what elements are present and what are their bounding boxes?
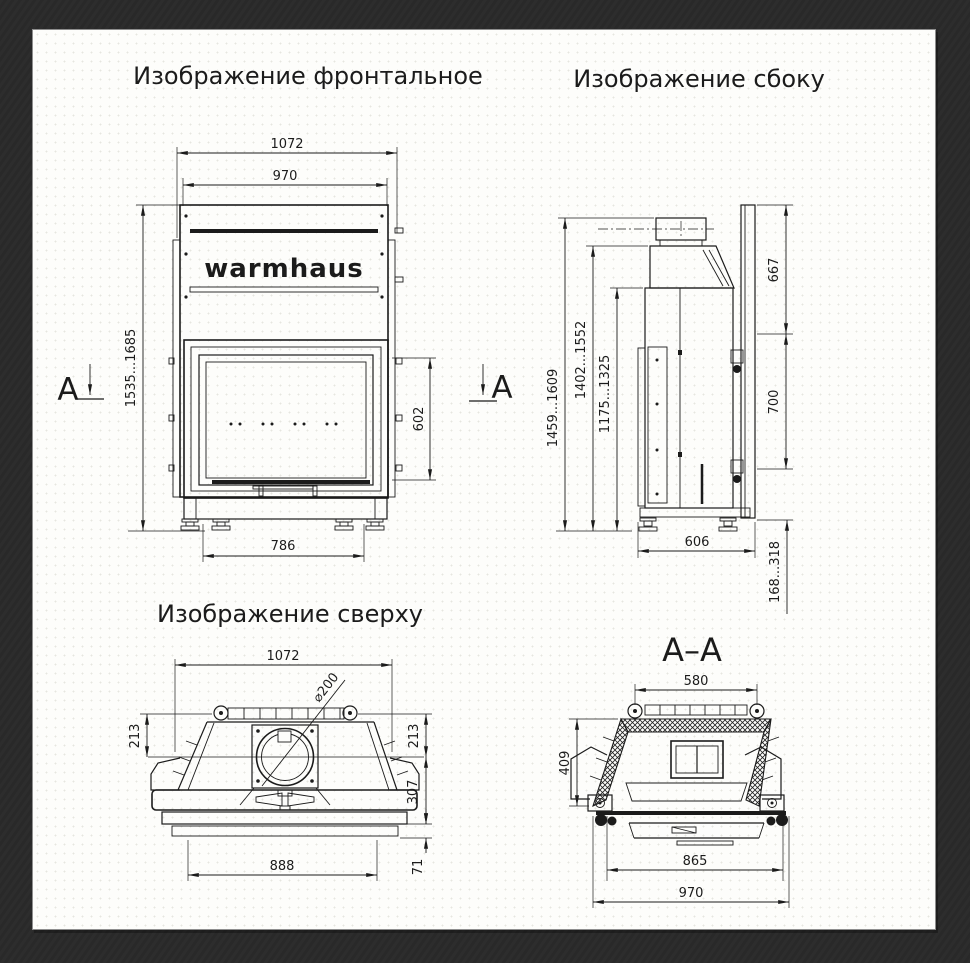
top-dim-right-offset: 213	[407, 724, 422, 749]
section-marker-left: A	[57, 364, 104, 408]
top-view-title: Изображение сверху	[157, 600, 423, 628]
front-dimensions: 1072 970 1535...1685 602 786	[124, 137, 436, 562]
top-dim-left-offset: 213	[128, 724, 143, 749]
section-body	[570, 703, 788, 846]
top-dim-lip-depth: 71	[411, 859, 426, 876]
section-marker-right-label: A	[491, 370, 512, 406]
side-dimensions: 1459...1609 1402...1552 1175...1325 667 …	[546, 204, 793, 614]
top-dim-overall-width: 1072	[266, 649, 299, 664]
front-dim-body-width: 970	[273, 169, 298, 184]
side-dim-depth: 606	[685, 535, 710, 550]
side-body	[598, 204, 756, 532]
section-dimensions: 580 409 865 970	[558, 674, 790, 908]
side-dim-upper-height: 667	[767, 258, 782, 283]
section-dim-opening-width: 580	[684, 674, 709, 689]
top-view: Изображение сверху	[128, 600, 432, 881]
side-dim-clearance: 168...318	[768, 541, 783, 603]
section-dim-height: 409	[558, 751, 573, 776]
section-marker-left-label: A	[57, 372, 78, 408]
front-body: warmhaus	[172, 204, 404, 498]
front-dim-base-width: 786	[271, 539, 296, 554]
section-dim-inner-width: 865	[683, 854, 708, 869]
side-view: Изображение сбоку	[546, 65, 825, 614]
warmhaus-logo: warmhaus	[204, 254, 364, 284]
front-view: Изображение фронтальное warmhaus	[57, 62, 513, 562]
top-dimensions: 1072 ⌀200 213 213 307 71 888	[128, 649, 432, 881]
front-dim-glass-height: 602	[412, 407, 427, 432]
top-body	[148, 679, 424, 837]
top-dim-hood-depth: 307	[406, 780, 421, 805]
front-door	[168, 339, 403, 499]
section-aa-title: A–A	[662, 631, 722, 669]
front-dim-overall-height: 1535...1685	[124, 329, 139, 408]
top-dim-flue-diameter: ⌀200	[310, 670, 342, 705]
damper-handle	[255, 789, 315, 811]
side-dim-bracket-span: 700	[767, 390, 782, 415]
section-aa-view: A–A	[558, 631, 790, 908]
front-dim-overall-width: 1072	[270, 137, 303, 152]
side-dim-overall-height: 1459...1609	[546, 369, 561, 448]
side-dim-hood-height: 1402...1552	[574, 321, 589, 400]
side-dim-body-height: 1175...1325	[598, 355, 613, 434]
front-view-title: Изображение фронтальное	[133, 62, 483, 90]
top-dim-front-width: 888	[270, 859, 295, 874]
front-base	[180, 497, 388, 531]
side-view-title: Изображение сбоку	[573, 65, 825, 93]
section-dim-overall-width: 970	[679, 886, 704, 901]
section-marker-right: A	[469, 364, 513, 406]
